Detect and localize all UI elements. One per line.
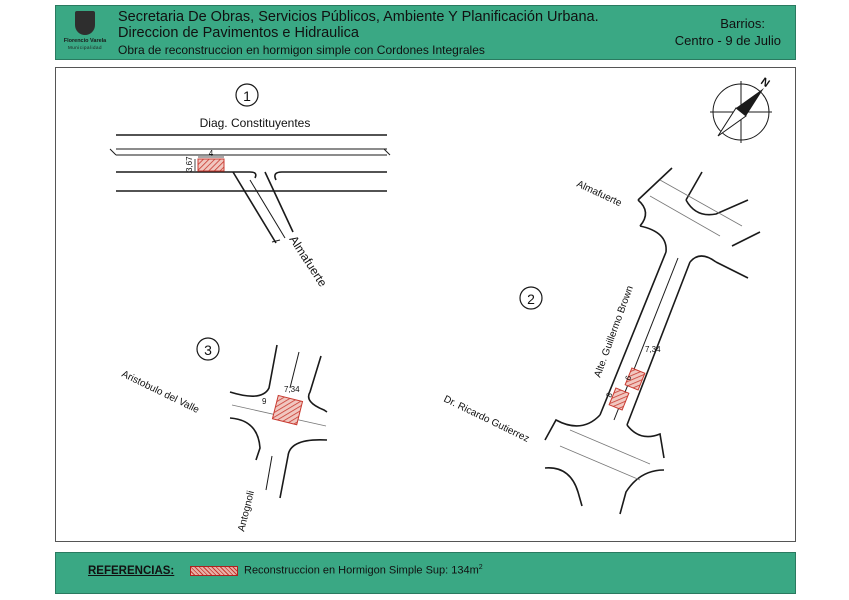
header-direccion: Direccion de Pavimentos e Hidraulica — [118, 25, 359, 41]
references-text: Reconstruccion en Hormigon Simple Sup: 1… — [244, 564, 483, 577]
site-3-repair-area — [271, 394, 304, 426]
site-1-street-almafuerte: Almafuerte — [286, 233, 330, 290]
site-2 — [544, 167, 761, 515]
site-2-dim-width: 7,34 — [645, 345, 661, 354]
site-3-number-circle — [196, 337, 220, 361]
barrios-label: Barrios: — [720, 16, 765, 31]
plan-frame — [55, 67, 796, 542]
references-bar: REFERENCIAS: Reconstruccion en Hormigon … — [55, 552, 796, 594]
site-3-dim-width: 7,34 — [284, 385, 300, 394]
site-1-number: 1 — [243, 88, 251, 104]
site-1-dim-width: 4 — [209, 149, 214, 158]
references-label: REFERENCIAS: — [88, 565, 175, 577]
site-2-repair-area-a — [624, 367, 646, 391]
site-3-number: 3 — [204, 342, 212, 358]
site-3-street-antognoli: Antognoli — [236, 490, 257, 533]
site-3-street-aristobulo: Aristobulo del Valle — [120, 369, 201, 416]
references-text-superscript: 2 — [478, 564, 483, 571]
site-2-dim-8: 8 — [604, 391, 614, 399]
header-obra: Obra de reconstruccion en hormigon simpl… — [118, 43, 485, 57]
site-3 — [229, 344, 328, 499]
site-2-number-circle — [519, 286, 543, 310]
barrios-value: Centro - 9 de Julio — [674, 33, 781, 48]
site-1 — [109, 134, 391, 244]
site-2-repair-area-b — [608, 387, 630, 411]
site-2-number: 2 — [527, 291, 535, 307]
site-2-street-almafuerte: Almafuerte — [575, 179, 624, 210]
site-1-number-circle — [235, 83, 259, 107]
municipality-logo: Florencio Varela Municipalidad — [62, 9, 108, 57]
hatch-legend-swatch — [190, 566, 238, 576]
logo-subtitle: Municipalidad — [67, 45, 103, 50]
site-1-dimension-lines — [194, 156, 224, 171]
site-2-dim-6: 6 — [623, 374, 633, 382]
references-text-main: Reconstruccion en Hormigon Simple Sup: 1… — [244, 564, 479, 577]
site-1-repair-area — [197, 158, 225, 172]
compass-north-label: N — [758, 76, 771, 90]
logo-name: Florencio Varela — [63, 38, 107, 44]
header-banner: Florencio Varela Municipalidad Secretari… — [55, 5, 796, 60]
site-2-street-gutierrez: Dr. Ricardo Gutierrez — [442, 394, 531, 445]
site-1-dim-height: 3,67 — [185, 156, 194, 172]
site-2-street-brown: Alte. Guillermo Brown — [592, 284, 635, 379]
header-secretaria: Secretaria De Obras, Servicios Públicos,… — [118, 9, 599, 25]
site-3-dim-height: 9 — [262, 397, 267, 406]
logo-shield-icon — [75, 11, 95, 35]
site-1-street-diagonal: Diag. Constituyentes — [200, 116, 311, 130]
north-compass-icon — [710, 81, 772, 143]
